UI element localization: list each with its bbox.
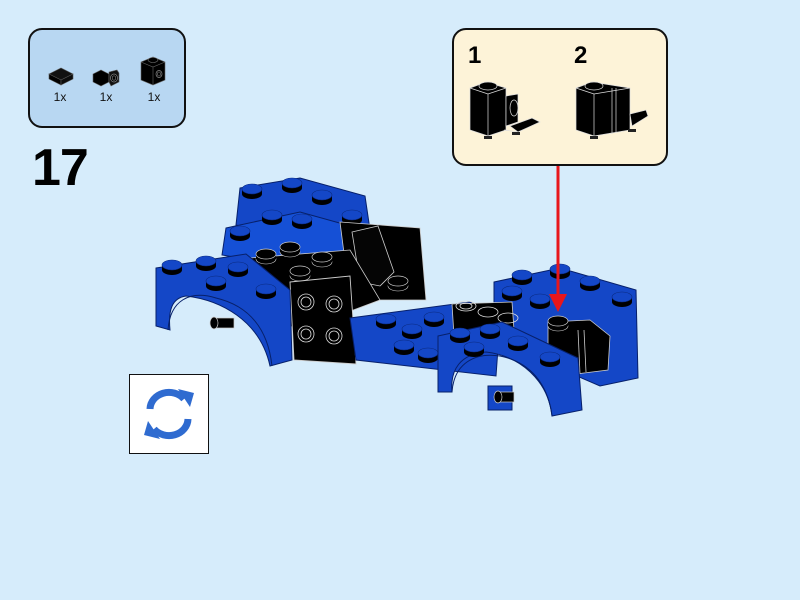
substep-label: 1 <box>468 42 482 69</box>
part-bracket: 1x <box>86 64 126 104</box>
part-quantity: 1x <box>53 90 67 104</box>
brick-1x1-side-stud-icon <box>140 56 166 86</box>
substep-callout: 1 2 <box>452 28 668 166</box>
part-quantity: 1x <box>147 90 161 104</box>
bracket-1x1-icon <box>92 69 120 87</box>
step-number: 17 <box>32 139 89 197</box>
substep-1-bracket-attach-icon <box>469 81 541 139</box>
parts-list-panel: 1x 1x 1x <box>28 28 186 128</box>
part-brick-side-stud: 1x <box>134 52 174 104</box>
substep-label: 2 <box>574 42 588 69</box>
substep-2-brick-attach-icon <box>575 81 649 139</box>
rotate-icon <box>144 388 194 440</box>
tile-1x1-icon <box>48 67 74 86</box>
part-tile: 1x <box>40 64 80 104</box>
rotate-model-button[interactable] <box>129 374 209 454</box>
part-quantity: 1x <box>99 90 113 104</box>
